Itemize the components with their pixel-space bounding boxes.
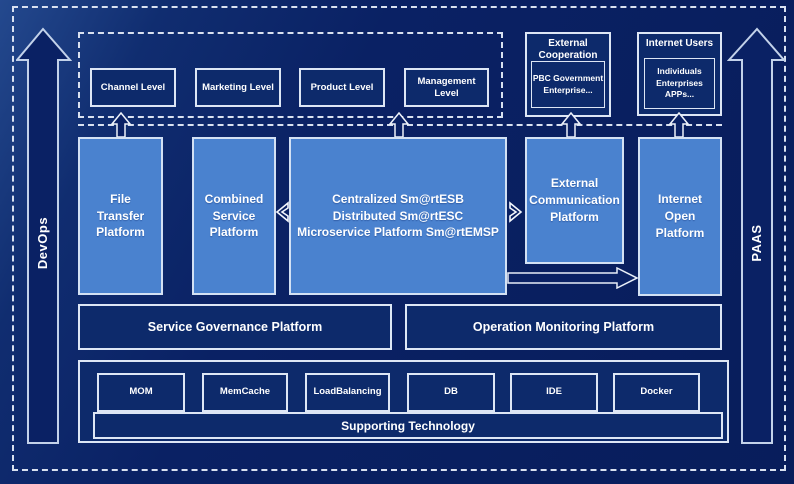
level-label: Product Level [310,81,374,93]
internet-users-title: Internet Users [645,38,714,49]
right-arrow-icon [509,201,523,223]
up-arrow-icon [669,112,689,138]
service-governance-platform-bar: Service Governance Platform [78,304,392,350]
tech-box-mom: MOM [97,373,185,412]
up-arrow-icon [111,112,131,138]
level-label: Channel Level [100,81,166,93]
paas-label: PAAS [749,224,764,262]
operation-monitoring-platform-bar: Operation Monitoring Platform [405,304,722,350]
tech-box-ide: IDE [510,373,598,412]
left-arrow-icon [275,201,289,223]
levels-dashed-container [78,32,503,118]
tech-box-docker: Docker [613,373,700,412]
up-arrow-icon [561,112,581,138]
supporting-technology-bar: Supporting Technology [93,412,723,439]
level-box-management: Management Level [404,68,489,107]
level-box-channel: Channel Level [90,68,176,107]
paas-up-arrow-icon [727,27,785,444]
level-box-marketing: Marketing Level [195,68,281,107]
tech-box-db: DB [407,373,495,412]
devops-up-arrow-icon [16,27,72,444]
right-long-arrow-icon [507,267,639,289]
level-label: Marketing Level [202,81,274,93]
devops-label: DevOps [35,216,50,270]
level-label: Management Level [417,75,476,99]
up-arrow-icon [389,112,409,138]
outer-dashed-frame [12,6,786,471]
level-box-product: Product Level [299,68,385,107]
